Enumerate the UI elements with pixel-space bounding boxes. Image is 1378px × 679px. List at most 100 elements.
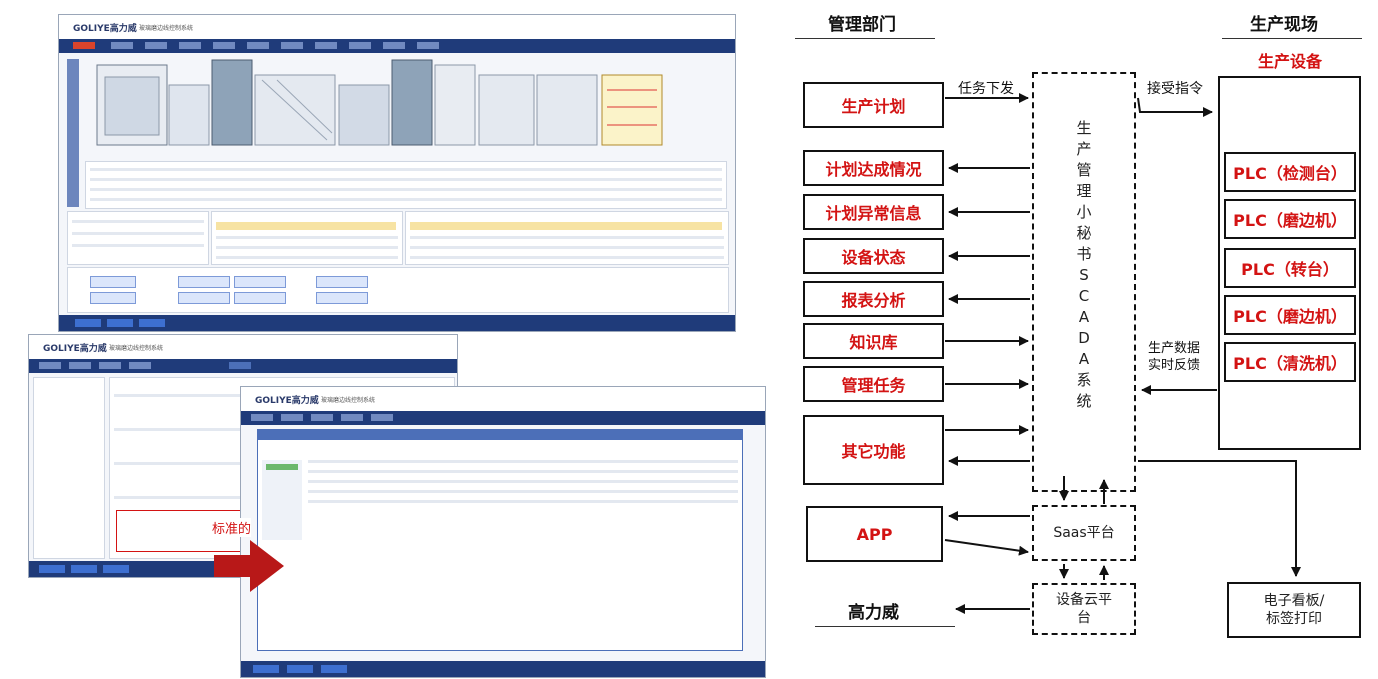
nav-item[interactable] [251,414,273,421]
module-knowledge-base: 知识库 [803,323,944,359]
nav-item[interactable] [179,42,201,49]
scada-system-label: 生 产 管 理 小 秘 书 S C A D A 系 统 [1076,119,1092,410]
module-report-analysis: 报表分析 [803,281,944,317]
plc-washing-machine: PLC（清洗机） [1224,342,1356,382]
settings-sidebar [33,377,105,559]
brand-bar: GOLIYE高力威 玻璃磨边线控制系统 [59,15,735,40]
nav-item[interactable] [315,42,337,49]
control-button[interactable] [178,276,230,288]
nav-item[interactable] [341,414,363,421]
nav-item[interactable] [213,42,235,49]
side-tabs[interactable] [67,59,79,207]
nav-item[interactable] [73,42,95,49]
app-box: APP [806,506,943,562]
footer-button[interactable] [287,665,313,673]
footer-button[interactable] [253,665,279,673]
footer-bar [59,315,735,331]
module-other-functions: 其它功能 [803,415,944,485]
module-production-plan: 生产计划 [803,82,944,128]
plc-edging-machine-1: PLC（磨边机） [1224,199,1356,239]
footer-button[interactable] [39,565,65,573]
system-title: 玻璃磨边线控制系统 [109,345,164,352]
status-panel [85,161,727,209]
production-header-underline [1222,38,1362,39]
equipment-cloud-box: 设备云平 台 [1032,583,1136,635]
overlay-caption: 标准的 [212,518,252,537]
footer-button[interactable] [71,565,97,573]
nav-item[interactable] [371,414,393,421]
electronic-board-label-2: 标签打印 [1266,611,1322,627]
feedback-label-1: 生产数据 [1148,341,1201,356]
control-button[interactable] [316,276,368,288]
equipment-stats-panel [405,211,729,265]
nav-item[interactable] [69,362,91,369]
control-button[interactable] [316,292,368,304]
nav-item[interactable] [145,42,167,49]
control-panel [67,267,729,313]
gaoliwei-label: 高力威 [848,603,899,623]
nav-item[interactable] [247,42,269,49]
feedback-label-2: 实时反馈 [1148,358,1201,373]
nav-item[interactable] [281,42,303,49]
equipment-cloud-label-2: 台 [1077,610,1091,626]
module-plan-exception: 计划异常信息 [803,194,944,230]
scada-system-box: 生 产 管 理 小 秘 书 S C A D A 系 统 [1032,72,1136,492]
nav-item[interactable] [129,362,151,369]
brand-bar: GOLIYE高力威 玻璃磨边线控制系统 [29,335,457,360]
plc-inspection-table: PLC（检测台） [1224,152,1356,192]
system-title: 玻璃磨边线控制系统 [139,25,194,32]
footer-button[interactable] [107,319,133,327]
nav-item[interactable] [311,414,333,421]
shift-stats-panel [211,211,403,265]
equipment-cloud-label-1: 设备云平 [1056,592,1112,608]
saas-platform-box: Saas平台 [1032,505,1136,561]
nav-item[interactable] [349,42,371,49]
management-header-underline [795,38,935,39]
brand-logo: GOLIYE高力威 [73,24,137,34]
nav-item[interactable] [383,42,405,49]
nav-bar [241,411,765,425]
footer-button[interactable] [139,319,165,327]
control-button[interactable] [234,292,286,304]
management-header: 管理部门 [828,15,896,35]
footer-button[interactable] [75,319,101,327]
nav-bar [29,359,457,373]
nav-item[interactable] [281,414,303,421]
module-equipment-status: 设备状态 [803,238,944,274]
control-button[interactable] [90,276,136,288]
system-title: 玻璃磨边线控制系统 [321,397,376,404]
equipment-header: 生产设备 [1258,52,1323,71]
module-plan-achievement: 计划达成情况 [803,150,944,186]
plc-edging-machine-2: PLC（磨边机） [1224,295,1356,335]
footer-button[interactable] [103,565,129,573]
module-management-tasks: 管理任务 [803,366,944,402]
gaoliwei-underline [815,626,955,627]
screenshot-collage: GOLIYE高力威 玻璃磨边线控制系统 [28,14,766,678]
control-button[interactable] [178,292,230,304]
control-button[interactable] [90,292,136,304]
electronic-board-box: 电子看板/ 标签打印 [1227,582,1361,638]
production-header: 生产现场 [1250,15,1318,35]
machine-line-drawing [96,59,663,146]
task-dispatch-label: 任务下发 [958,81,1014,97]
receive-command-label: 接受指令 [1147,81,1203,97]
footer-bar [241,661,765,677]
info-panel [67,211,209,265]
red-arrow [214,540,284,592]
nav-item[interactable] [39,362,61,369]
nav-item[interactable] [111,42,133,49]
nav-bar [59,39,735,53]
electronic-board-label-1: 电子看板/ [1263,593,1325,609]
import-dialog [257,429,743,651]
plc-turntable: PLC（转台） [1224,248,1356,288]
nav-item[interactable] [99,362,121,369]
saas-platform-label: Saas平台 [1053,525,1115,541]
screenshot-main-monitor: GOLIYE高力威 玻璃磨边线控制系统 [58,14,736,332]
control-button[interactable] [234,276,286,288]
nav-item[interactable] [229,362,251,369]
footer-button[interactable] [321,665,347,673]
brand-logo: GOLIYE高力威 [43,344,107,354]
brand-logo: GOLIYE高力威 [255,396,319,406]
nav-item[interactable] [417,42,439,49]
